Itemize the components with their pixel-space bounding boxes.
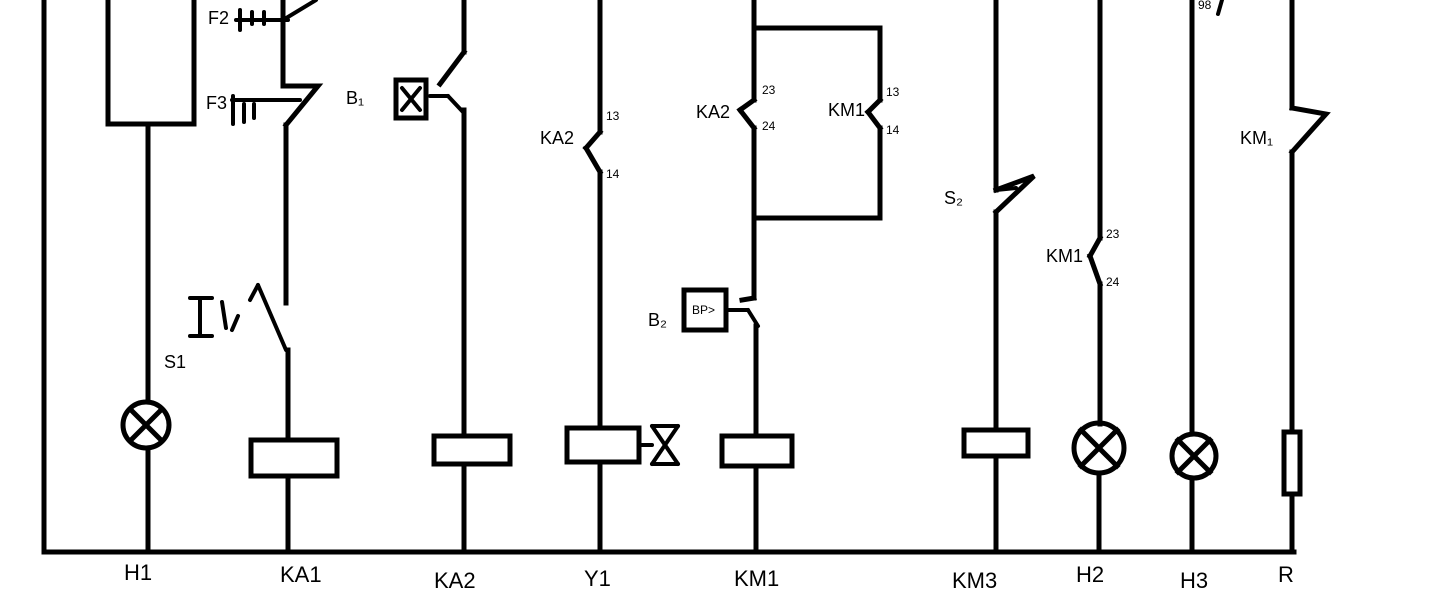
branch-h2 [1071,0,1127,555]
lamp-h3-symbol [1169,431,1219,481]
branch-h1 [105,0,197,555]
bottom-label-h2: H2 [1076,562,1104,587]
terminal-ka2-a-top: 13 [606,109,620,123]
b1-sensor [393,77,429,121]
bottom-label-r: R [1278,562,1294,587]
bottom-label-km1: KM1 [734,566,779,591]
label-f2: F2 [208,8,229,28]
label-km1-contact-c: KM1 [1046,246,1083,266]
terminal-ka2-b-top: 23 [762,83,776,97]
branch-ka1 [188,0,340,555]
label-f3: F3 [206,93,227,113]
branch-km1 [681,0,884,555]
valve-icon [637,424,680,466]
label-b2: B₂ [648,310,667,330]
resistor-r [1281,429,1303,497]
label-ka2-contact-b: KA2 [696,102,730,122]
solenoid-coil-y1 [564,425,642,465]
bottom-label-h3: H3 [1180,568,1208,593]
branch-r [1281,0,1331,555]
b2-pressure-sensor [681,287,729,333]
relay-coil-ka1 [248,437,340,479]
branch-km3 [961,0,1036,555]
label-b2-sensor: BP> [692,303,715,317]
contactor-coil-km3 [961,427,1031,459]
label-s2: S₂ [944,188,963,208]
relay-coil-ka2 [431,433,513,467]
lamp-h1-symbol [120,399,172,451]
contactor-coil-km1 [719,433,795,469]
terminal-ka2-b-bottom: 24 [762,119,776,133]
terminal-km1-c-top: 23 [1106,227,1120,241]
terminal-ka2-a-bottom: 14 [606,167,620,181]
bottom-label-h1: H1 [124,560,152,585]
lamp-h2-symbol [1071,420,1127,476]
label-s1: S1 [164,352,186,372]
label-km1-contact-b: KM1 [828,100,865,120]
f2-contact [234,0,318,32]
bottom-label-ka2: KA2 [434,568,476,593]
label-ka2-contact-a: KA2 [540,128,574,148]
terminal-km1-c-bottom: 24 [1106,275,1120,289]
branch-ka2 [393,0,513,555]
bottom-label-ka1: KA1 [280,562,322,587]
label-km1-contact-d: KM₁ [1240,128,1273,148]
terminal-h3-top: 98 [1198,0,1212,12]
bottom-label-y1: Y1 [584,566,611,591]
f3-contact [230,94,302,126]
branch-y1 [564,0,680,555]
s1-pushbutton [188,283,288,352]
branch-h3 [1169,0,1224,555]
bottom-label-km3: KM3 [952,568,997,593]
label-b1: B₁ [346,88,364,108]
terminal-km1-b-top: 13 [886,85,900,99]
terminal-km1-b-bottom: 14 [886,123,900,137]
